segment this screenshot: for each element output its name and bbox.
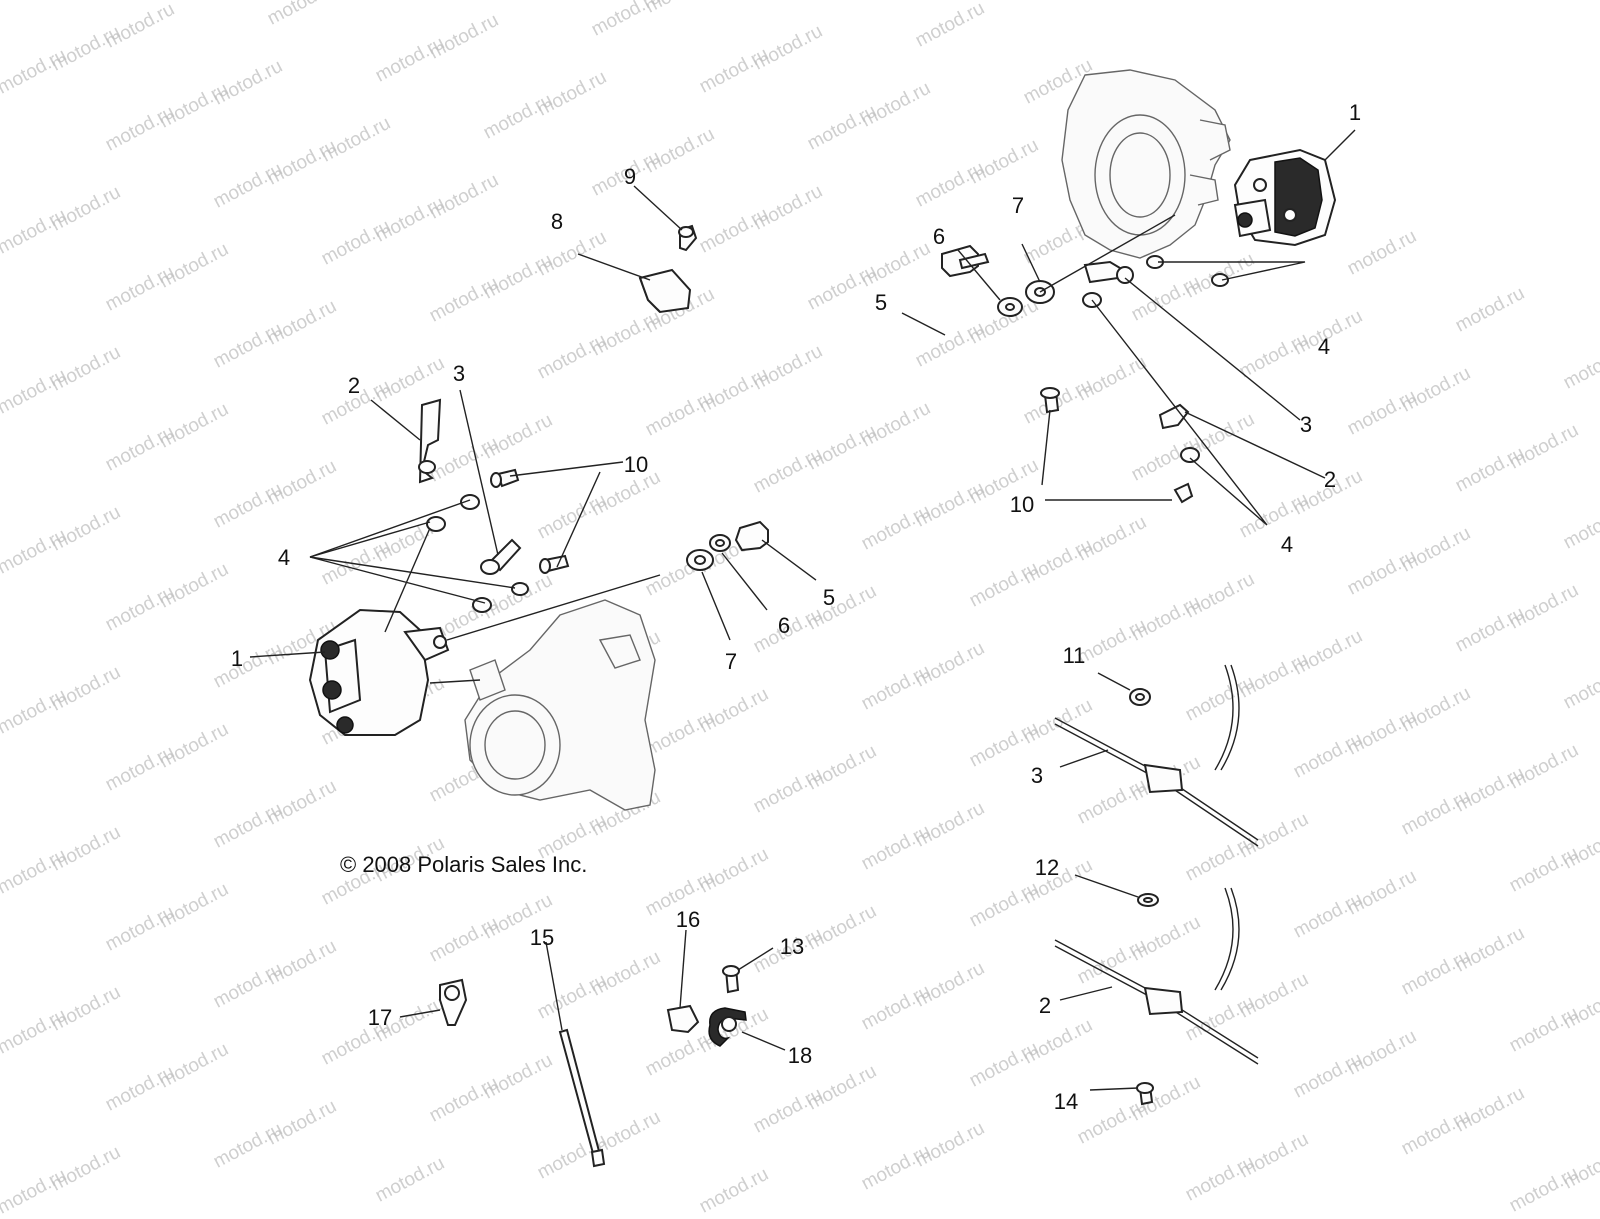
leader-lines [249, 129, 1356, 1091]
hardware-middle [686, 520, 769, 571]
hardware-right [1040, 255, 1229, 504]
callout-3-upper: 3 [1299, 412, 1313, 437]
hardware-upper [941, 244, 1055, 317]
callout-3-lower: 3 [1030, 763, 1044, 788]
callout-2-lower: 2 [1038, 993, 1052, 1018]
clip-and-bolt-top [638, 224, 698, 314]
callout-7-left: 7 [724, 649, 738, 674]
callout-10-left: 10 [623, 452, 649, 477]
callout-7-upper: 7 [1011, 193, 1025, 218]
callout-14: 14 [1053, 1089, 1079, 1114]
callout-1-upper: 1 [1348, 100, 1362, 125]
callout-5-left: 5 [822, 585, 836, 610]
knuckle-upper [1061, 69, 1231, 259]
callout-9: 9 [623, 164, 637, 189]
callout-17: 17 [367, 1005, 393, 1030]
callout-6-upper: 6 [932, 224, 946, 249]
callout-4-upper-b: 4 [1280, 532, 1294, 557]
callout-18: 18 [787, 1043, 813, 1068]
callout-4-upper-a: 4 [1317, 334, 1331, 359]
caliper-left [308, 608, 450, 736]
callout-10-upper: 10 [1009, 492, 1035, 517]
callout-5-upper: 5 [874, 290, 888, 315]
knuckle-lower [464, 599, 656, 811]
callout-12: 12 [1034, 855, 1060, 880]
callout-6-left: 6 [777, 613, 791, 638]
copyright-notice: © 2008 Polaris Sales Inc. [340, 852, 588, 877]
callout-8: 8 [550, 209, 564, 234]
callout-2-left: 2 [347, 373, 361, 398]
callout-3-left: 3 [452, 361, 466, 386]
caliper-upper [1233, 148, 1337, 247]
hardware-left [418, 398, 570, 613]
part-16-clip [666, 1004, 700, 1034]
callout-2-upper: 2 [1323, 467, 1337, 492]
brake-line-assembly-11 [1054, 664, 1259, 847]
callout-11: 11 [1062, 643, 1086, 668]
part-18-clamp [708, 1007, 747, 1047]
bolt-14 [1136, 1082, 1154, 1106]
part-17 [439, 978, 468, 1026]
callout-1-left: 1 [230, 646, 244, 671]
part-13-bolt [722, 965, 740, 994]
callout-13: 13 [779, 934, 805, 959]
brake-line-assembly-12 [1054, 887, 1259, 1065]
callout-15: 15 [529, 925, 555, 950]
callout-16: 16 [675, 907, 701, 932]
part-15-tie [558, 1028, 606, 1168]
callout-4-left: 4 [277, 545, 291, 570]
